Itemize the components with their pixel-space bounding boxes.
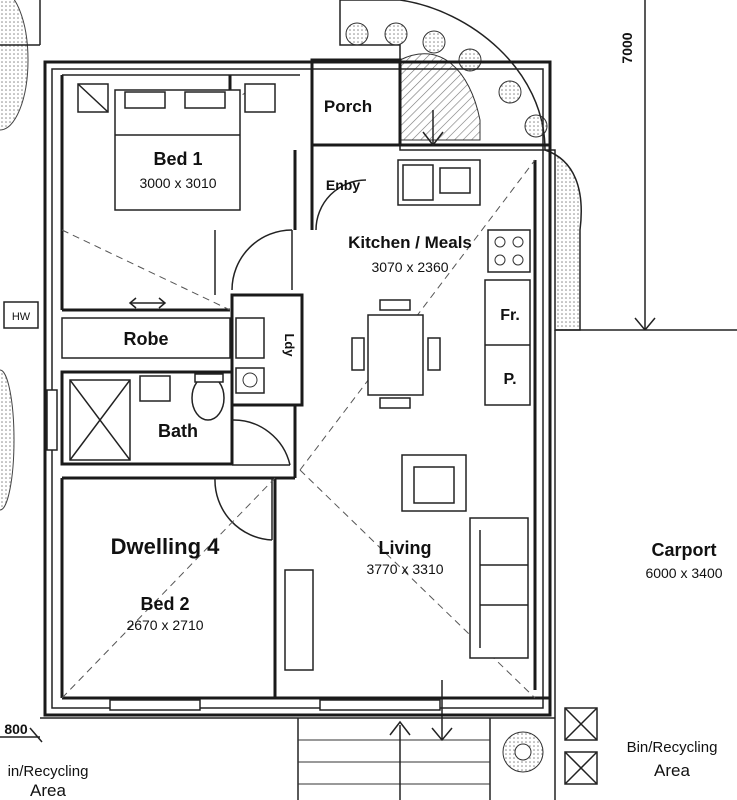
dimension-right: 7000 — [619, 32, 635, 63]
bath-name: Bath — [158, 421, 198, 441]
porch-name: Porch — [324, 97, 372, 116]
fridge-name: Fr. — [500, 307, 520, 324]
bed1-name: Bed 1 — [153, 149, 202, 169]
bed2-name: Bed 2 — [140, 594, 189, 614]
shrub — [422, 30, 446, 54]
laundry-name: Ldy — [282, 333, 297, 357]
building-walls — [43, 58, 552, 717]
garden-bed — [339, 0, 546, 151]
bin-area-right-line1: Bin/Recycling — [627, 739, 718, 756]
bath-fixtures — [69, 373, 225, 461]
pantry-name: P. — [503, 371, 516, 388]
shrub — [345, 22, 369, 46]
dwelling-label: Dwelling 4 — [111, 534, 221, 559]
shrub — [524, 114, 548, 138]
shrub — [498, 80, 522, 104]
shrub — [458, 48, 482, 72]
bed1-furniture — [77, 83, 276, 309]
carport-dims: 6000 x 3400 — [645, 565, 722, 581]
dimension-left: 800 — [4, 721, 28, 737]
living-furniture — [284, 454, 529, 671]
bin-area-left-line1: in/Recycling — [8, 763, 89, 780]
bed2-dims: 2670 x 2710 — [126, 617, 203, 633]
tree-left-bottom — [0, 369, 15, 511]
carport-name: Carport — [651, 540, 716, 560]
bed1-dims: 3000 x 3010 — [139, 175, 216, 191]
doors — [214, 179, 367, 541]
hot-water-unit — [3, 301, 39, 329]
living-dims: 3770 x 3310 — [366, 561, 443, 577]
living-name: Living — [379, 538, 432, 558]
robe-name: Robe — [124, 329, 169, 349]
kitchen-fixtures — [351, 110, 531, 409]
kitchen-dims: 3070 x 2360 — [371, 259, 448, 275]
bin-area-right-line2: Area — [654, 761, 690, 780]
laundry-fixtures — [235, 317, 265, 394]
entry-name: Enby — [326, 177, 360, 193]
kitchen-name: Kitchen / Meals — [348, 233, 472, 252]
bin-area-left-line2: Area — [30, 781, 66, 800]
bin-boxes-right — [564, 707, 598, 785]
hot-water-label: HW — [12, 311, 31, 323]
tree-left-top — [0, 0, 29, 131]
shrub — [384, 22, 408, 46]
